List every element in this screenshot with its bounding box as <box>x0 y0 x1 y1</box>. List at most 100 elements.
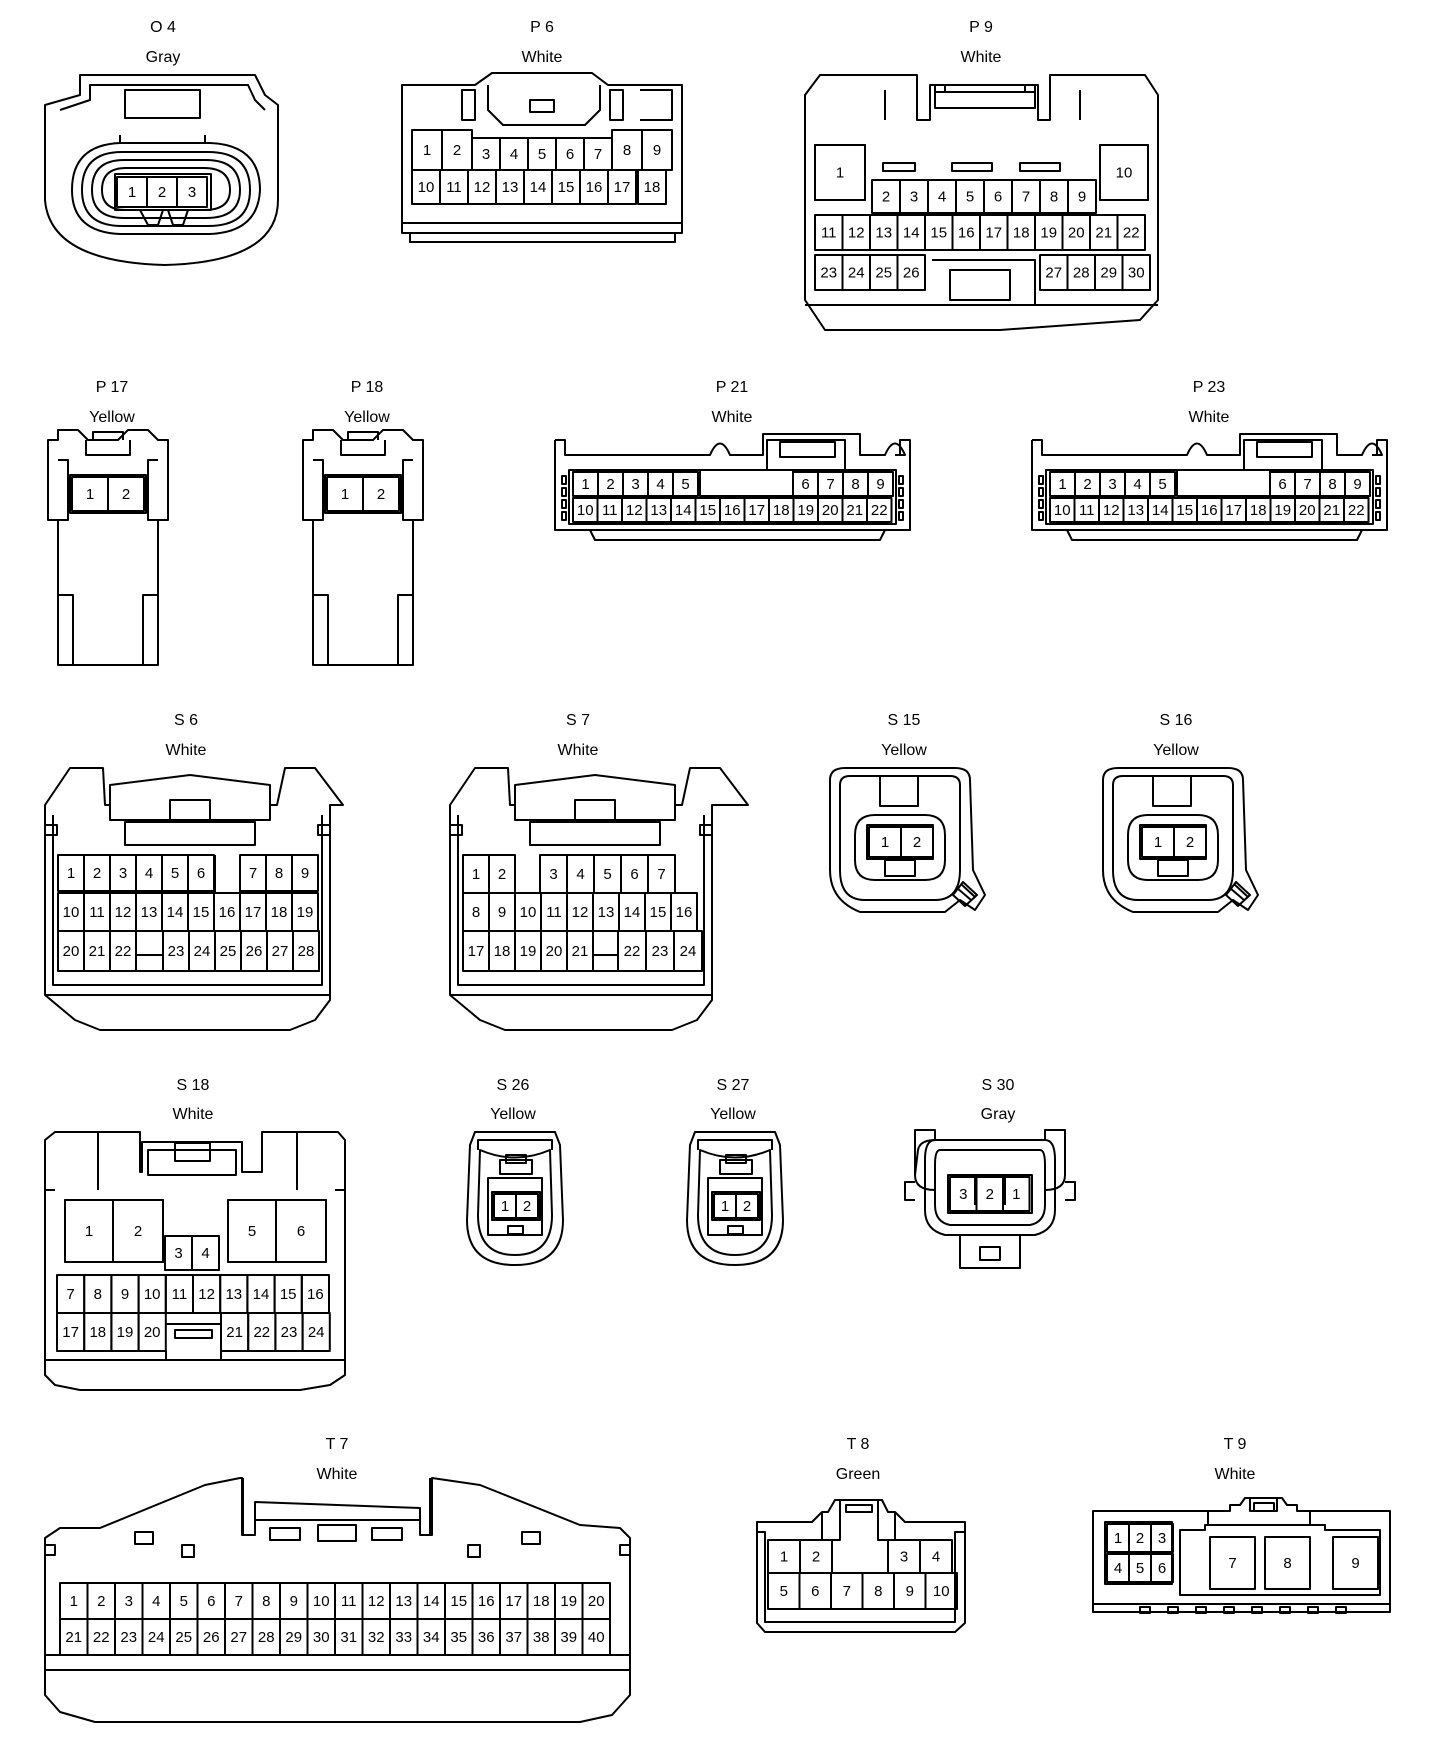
connector-code-p18: P 18 <box>350 379 384 396</box>
pin-cell: 6 <box>555 137 585 171</box>
pin-cell: 14 <box>246 1274 276 1314</box>
pin-number: 4 <box>510 146 518 163</box>
pin-cell: 2 <box>1074 471 1101 497</box>
pin-cell: 14 <box>896 214 926 251</box>
pin-cell: 2 <box>112 1199 164 1263</box>
pin-number: 16 <box>676 904 693 921</box>
pin-number: 31 <box>340 1629 357 1646</box>
connector-code-s18: S 18 <box>176 1077 210 1094</box>
pin-cell: 4 <box>919 1539 953 1574</box>
pin-cell: 17 <box>743 497 770 523</box>
pin-number: 10 <box>933 1583 950 1600</box>
pin-number: 1 <box>128 184 136 201</box>
pin-number: 2 <box>453 142 461 159</box>
pin-cell: 5 <box>593 854 622 894</box>
pin-number: 14 <box>253 1286 270 1303</box>
pin-number: 29 <box>285 1629 302 1646</box>
pin-cell: 21 <box>566 930 594 972</box>
pin-number: 4 <box>576 866 584 883</box>
pin-cell: 28 <box>251 1618 281 1656</box>
pin-cell: 3 <box>539 854 568 894</box>
pin-number: 15 <box>450 1593 467 1610</box>
pin-cell: 5 <box>955 179 985 214</box>
pin-cell: 7 <box>239 854 267 892</box>
pin-cell: 18 <box>488 930 516 972</box>
pin-number: 21 <box>846 502 863 519</box>
pin-cell: 23 <box>814 254 844 291</box>
pin-number: 11 <box>89 904 105 921</box>
pin-number: 23 <box>120 1629 137 1646</box>
pin-cell: 12 <box>467 169 497 205</box>
pin-cell: 17 <box>979 214 1009 251</box>
pin-cell: 27 <box>266 930 294 972</box>
pin-cell: 2 <box>441 129 473 171</box>
pin-cell: 8 <box>611 129 643 171</box>
pin-cell: 9 <box>867 471 894 497</box>
pin-number: 4 <box>1133 476 1141 493</box>
pin-cell: 9 <box>641 129 673 171</box>
pin-cell: 1 <box>868 826 902 858</box>
pin-cell: 33 <box>389 1618 419 1656</box>
pin-cell: 1 <box>814 144 866 201</box>
pin-number: 12 <box>572 904 589 921</box>
pin-number: 12 <box>848 225 865 242</box>
pin-number: 22 <box>624 943 641 960</box>
pin-cell: 13 <box>219 1274 249 1314</box>
connector-code-p9: P 9 <box>969 19 993 36</box>
pin-cell: 9 <box>1332 1536 1379 1590</box>
pin-cell: 2 <box>900 826 934 858</box>
pin-number: 17 <box>62 1324 79 1341</box>
pin-cell: 11 <box>1073 497 1100 523</box>
pin-cell: 22 <box>86 1618 116 1656</box>
pin-cell: 19 <box>514 930 542 972</box>
pin-cell: 9 <box>110 1274 140 1314</box>
pin-number: 13 <box>141 904 158 921</box>
pin-number: 1 <box>472 866 480 883</box>
pin-number: 6 <box>297 1223 305 1240</box>
pin-number: 21 <box>226 1324 243 1341</box>
pin-number: 2 <box>377 486 385 503</box>
pin-number: 16 <box>586 179 603 196</box>
pin-cell: 4 <box>191 1235 220 1271</box>
pin-cell: 31 <box>334 1618 364 1656</box>
pin-cell: 18 <box>526 1582 556 1620</box>
pin-number: 2 <box>743 1198 751 1215</box>
pin-number: 40 <box>588 1629 605 1646</box>
pin-cell: 19 <box>291 892 319 932</box>
pin-cell: 14 <box>161 892 189 932</box>
pin-cell: 1 <box>493 1193 517 1219</box>
pin-number: 3 <box>959 1186 967 1203</box>
pin-cell: 24 <box>673 930 703 972</box>
pin-number: 12 <box>474 179 491 196</box>
pin-cell: 1 <box>326 476 364 512</box>
pin-number: 22 <box>115 943 132 960</box>
pin-number: 5 <box>180 1593 188 1610</box>
pin-number: 16 <box>307 1286 324 1303</box>
pin-number: 36 <box>478 1629 495 1646</box>
connector-color-p17: Yellow <box>89 409 135 426</box>
pin-cell: 20 <box>581 1582 611 1620</box>
pin-cell: 2 <box>735 1193 759 1219</box>
pin-cell: 13 <box>1122 497 1149 523</box>
pin-cell: 10 <box>1099 144 1149 201</box>
connector-color-p9: White <box>960 49 1002 66</box>
pin-cell: 29 <box>279 1618 309 1656</box>
pin-number: 22 <box>1348 502 1365 519</box>
pin-cell: 2 <box>515 1193 539 1219</box>
pin-cell: 8 <box>462 892 490 932</box>
pin-cell: 1 <box>64 1199 114 1263</box>
pin-number: 1 <box>423 142 431 159</box>
pin-number: 33 <box>395 1629 412 1646</box>
pin-number: 8 <box>1328 476 1336 493</box>
pin-number: 8 <box>1283 1555 1291 1572</box>
pin-number: 3 <box>482 146 490 163</box>
pin-cell: 8 <box>265 854 293 892</box>
pin-number: 3 <box>910 189 918 206</box>
pin-number: 28 <box>1073 265 1090 282</box>
pin-number: 5 <box>681 476 689 493</box>
pin-cell: 22 <box>109 930 137 972</box>
pin-cell: 6 <box>187 854 215 892</box>
pin-number: 20 <box>63 943 80 960</box>
connector-code-t7: T 7 <box>325 1436 349 1453</box>
pin-number: 8 <box>1050 189 1058 206</box>
